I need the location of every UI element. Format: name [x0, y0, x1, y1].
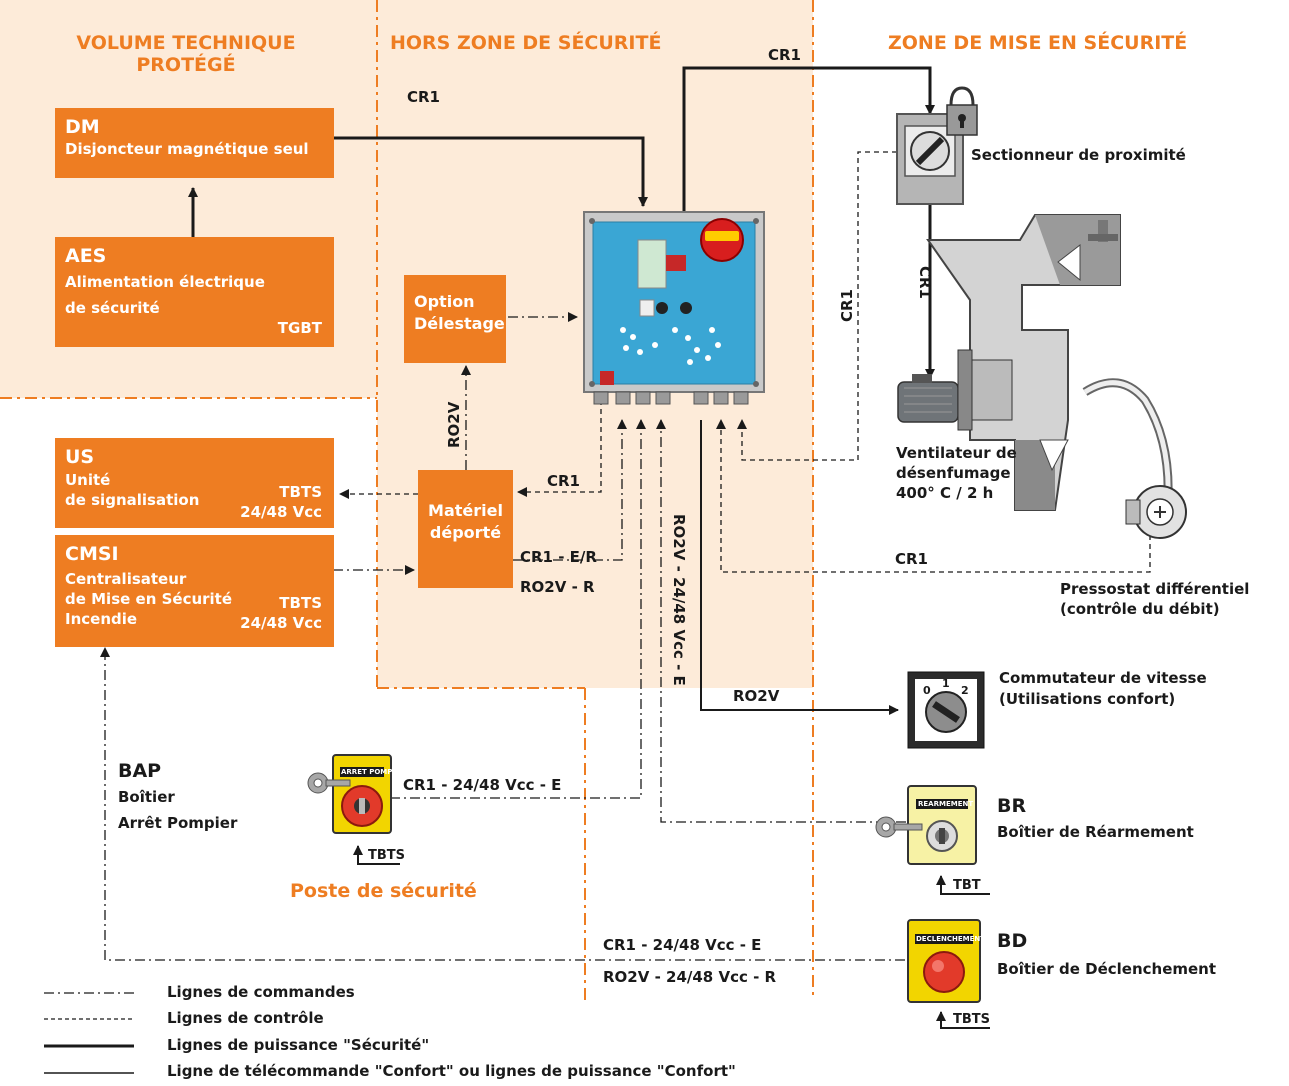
br-tag: TBT	[953, 878, 981, 893]
line-dm-to-cabinet	[333, 136, 648, 207]
dm-code: DM	[65, 116, 100, 138]
materiel-deporte-box: Matériel déporté	[418, 470, 513, 588]
cmsi-line1: Centralisateur	[65, 570, 187, 588]
us-code: US	[65, 446, 95, 468]
option-line1: Option	[414, 292, 475, 311]
bd-plate: DECLENCHEMENT	[916, 935, 985, 943]
line-br-to-cabinet	[656, 419, 906, 823]
bap-line1: Boîtier	[118, 788, 175, 806]
bap-plate: ARRET POMPIER	[341, 768, 406, 776]
bap-code: BAP	[118, 760, 162, 782]
label-cr1-left: CR1	[407, 88, 440, 106]
line-bap-to-cabinet	[390, 419, 646, 799]
aes-box: AES Alimentation électrique de sécurité …	[55, 237, 334, 347]
commutateur-icon	[907, 671, 985, 749]
bap-box-icon	[307, 754, 392, 834]
us-line2: de signalisation	[65, 491, 200, 509]
legend-text-telecommande: Ligne de télécommande "Confort" ou ligne…	[167, 1062, 736, 1080]
materiel-line1: Matériel	[428, 501, 503, 520]
label-cr1-top: CR1	[768, 46, 801, 64]
cmsi-code: CMSI	[65, 543, 119, 565]
label-cr1-er: CR1 - E/R	[520, 548, 597, 566]
bap-line2: Arrêt Pompier	[118, 814, 238, 832]
label-ro2v-long: RO2V - 24/48 Vcc - E	[670, 514, 688, 686]
bd-name: Boîtier de Déclenchement	[997, 960, 1217, 978]
label-cr1-vertical-fan: CR1	[916, 266, 934, 299]
us-box: US Unité de signalisation TBTS 24/48 Vcc	[55, 438, 334, 528]
legend-text-puissance: Lignes de puissance "Sécurité"	[167, 1036, 430, 1054]
ventilateur-label-3: 400° C / 2 h	[896, 484, 994, 502]
aes-code: AES	[65, 245, 107, 267]
br-tbt-arrow	[936, 875, 990, 895]
pressostat-icon	[1082, 378, 1187, 539]
bap-tag: TBTS	[368, 848, 406, 863]
bap-tbts-arrow	[353, 845, 400, 865]
dm-name: Disjoncteur magnétique seul	[65, 140, 309, 158]
line-cabinet-to-materiel	[517, 400, 602, 497]
commutateur-label-1: Commutateur de vitesse	[999, 669, 1207, 687]
bd-tbts-arrow	[936, 1011, 990, 1029]
control-cabinet	[583, 211, 765, 405]
commutateur-label-2: (Utilisations confort)	[999, 690, 1176, 708]
line-bd-to-cmsi	[100, 647, 905, 961]
label-ro2v-option: RO2V	[445, 401, 463, 448]
cmsi-line2: de Mise en Sécurité	[65, 590, 233, 608]
us-tag1: TBTS	[279, 483, 322, 501]
commutateur-digit-0: 0	[923, 684, 931, 697]
br-code: BR	[997, 795, 1027, 817]
us-line1: Unité	[65, 471, 111, 489]
option-delestage-box: Option Délestage	[404, 275, 506, 363]
fan-motor-icon	[897, 349, 1013, 431]
zone-separators	[0, 0, 814, 1000]
cmsi-box: CMSI Centralisateur de Mise en Sécurité …	[55, 535, 334, 647]
duct-icon	[926, 214, 1121, 511]
pressostat-label-1: Pressostat différentiel	[1060, 580, 1250, 598]
bd-code: BD	[997, 930, 1028, 952]
commutateur-digit-1: 1	[942, 677, 950, 690]
sectionneur-label: Sectionneur de proximité	[971, 146, 1186, 164]
materiel-line2: déporté	[429, 523, 502, 542]
zone-title-volume-technique: VOLUME TECHNIQUE PROTÉGÉ	[76, 32, 296, 76]
label-cr1-materiel: CR1	[547, 472, 580, 490]
cmsi-tag2: 24/48 Vcc	[240, 614, 322, 632]
us-tag2: 24/48 Vcc	[240, 503, 322, 521]
ventilateur-label-2: désenfumage	[896, 464, 1011, 482]
sectionneur-icon	[896, 86, 978, 205]
cmsi-line3: Incendie	[65, 610, 138, 628]
zone-title-hors-zone: HORS ZONE DE SÉCURITÉ	[390, 32, 662, 54]
line-cabinet-to-sectionneur	[682, 66, 935, 218]
label-cr1-bap: CR1 - 24/48 Vcc - E	[403, 776, 562, 794]
aes-line2: de sécurité	[65, 299, 160, 317]
zone-title-zone-securite: ZONE DE MISE EN SÉCURITÉ	[888, 32, 1188, 54]
label-ro2v-r: RO2V - R	[520, 578, 595, 596]
poste-de-securite-label: Poste de sécurité	[290, 880, 477, 902]
dm-box: DM Disjoncteur magnétique seul	[55, 108, 334, 178]
legend-text-controle: Lignes de contrôle	[167, 1009, 324, 1027]
line-sectionneur-to-cabinet	[737, 151, 897, 461]
label-cr1-vertical-dashed: CR1	[838, 289, 856, 322]
cmsi-tag1: TBTS	[279, 594, 322, 612]
ventilateur-label-1: Ventilateur de	[896, 444, 1017, 462]
bd-tag: TBTS	[953, 1012, 991, 1027]
label-cr1-pressostat: CR1	[895, 550, 928, 568]
aes-tag: TGBT	[277, 319, 322, 337]
line-materiel-to-cabinet	[513, 419, 627, 561]
line-pressostat-to-cabinet	[716, 419, 1151, 573]
br-name: Boîtier de Réarmement	[997, 823, 1194, 841]
pressostat-label-2: (contrôle du débit)	[1060, 600, 1220, 618]
legend-text-commandes: Lignes de commandes	[167, 983, 355, 1001]
label-ro2v-commutateur: RO2V	[733, 687, 780, 705]
br-box-icon	[875, 785, 977, 865]
option-line2: Délestage	[414, 314, 505, 333]
br-plate: REARMEMENT	[918, 800, 974, 808]
line-cabinet-to-commutateur	[700, 420, 899, 715]
commutateur-digit-2: 2	[961, 684, 969, 697]
label-cr1-bd: CR1 - 24/48 Vcc - E	[603, 936, 762, 954]
label-ro2v-bd: RO2V - 24/48 Vcc - R	[603, 968, 777, 986]
bd-box-icon	[907, 919, 981, 1003]
aes-line1: Alimentation électrique	[65, 273, 265, 291]
